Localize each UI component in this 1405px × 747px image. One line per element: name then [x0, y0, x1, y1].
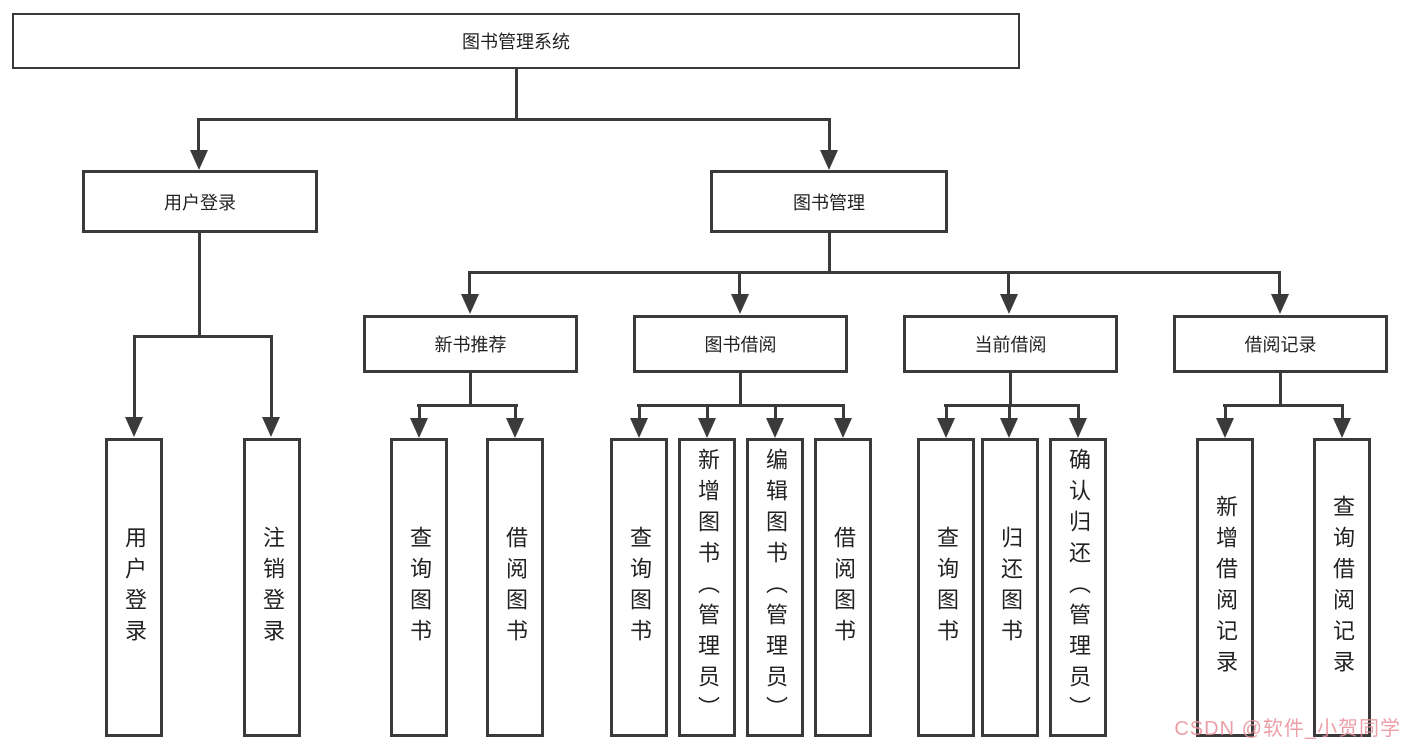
leaf-add-borrow-record: 新增借阅记录	[1196, 438, 1254, 737]
node-label: 借阅记录	[1244, 335, 1317, 355]
connector-line	[637, 404, 845, 407]
node-label: 归还图书	[998, 525, 1023, 650]
node-label: 图书管理系统	[462, 32, 570, 52]
arrow-down-icon	[1271, 294, 1289, 314]
node-label: 编辑图书（管理员）	[763, 448, 788, 727]
leaf-borrow-books-recommend: 借阅图书	[486, 438, 544, 737]
connector-line	[515, 69, 518, 118]
node-label: 新增借阅记录	[1213, 494, 1238, 681]
node-label: 用户登录	[164, 192, 236, 213]
node-borrowing-records: 借阅记录	[1173, 315, 1388, 373]
connector-line	[133, 335, 136, 417]
node-label: 查询图书	[407, 525, 432, 650]
connector-line	[739, 373, 742, 406]
connector-line	[1007, 271, 1010, 294]
connector-line	[1224, 404, 1227, 418]
connector-line	[945, 404, 948, 418]
arrow-down-icon	[125, 417, 143, 437]
connector-line	[270, 335, 273, 417]
leaf-query-books-borrowing: 查询图书	[610, 438, 668, 737]
node-book-borrowing: 图书借阅	[633, 315, 848, 373]
arrow-down-icon	[1000, 418, 1018, 438]
connector-line	[1223, 404, 1344, 407]
connector-line	[468, 271, 471, 294]
node-label: 查询借阅记录	[1330, 494, 1355, 681]
node-label: 图书借阅	[704, 335, 777, 355]
connector-line	[514, 404, 517, 418]
arrow-down-icon	[731, 294, 749, 314]
leaf-user-login: 用户登录	[105, 438, 163, 737]
node-label: 借阅图书	[831, 525, 856, 650]
node-label: 新书推荐	[434, 335, 507, 355]
leaf-logout: 注销登录	[243, 438, 301, 737]
node-label: 新增图书（管理员）	[695, 448, 720, 727]
node-label: 查询图书	[627, 525, 652, 650]
node-book-management: 图书管理	[710, 170, 948, 233]
arrow-down-icon	[820, 150, 838, 170]
node-current-borrowing: 当前借阅	[903, 315, 1118, 373]
leaf-query-books-current: 查询图书	[917, 438, 975, 737]
connector-line	[1278, 271, 1281, 294]
leaf-confirm-return-admin: 确认归还（管理员）	[1049, 438, 1107, 737]
connector-line	[774, 404, 777, 418]
arrow-down-icon	[766, 418, 784, 438]
connector-line	[468, 271, 1281, 274]
arrow-down-icon	[1069, 418, 1087, 438]
node-label: 图书管理	[793, 192, 865, 213]
node-label: 当前借阅	[974, 335, 1047, 355]
leaf-return-books: 归还图书	[981, 438, 1039, 737]
arrow-down-icon	[1333, 418, 1351, 438]
node-user-login: 用户登录	[82, 170, 318, 233]
connector-line	[1009, 373, 1012, 406]
connector-line	[197, 118, 200, 152]
connector-line	[1008, 404, 1011, 418]
connector-line	[706, 404, 709, 418]
connector-line	[842, 404, 845, 418]
connector-line	[469, 373, 472, 406]
connector-line	[417, 404, 518, 407]
arrow-down-icon	[630, 418, 648, 438]
node-label: 借阅图书	[503, 525, 528, 650]
connector-line	[828, 118, 831, 152]
connector-line	[1341, 404, 1344, 418]
watermark: CSDN @软件_小贺同学	[1174, 718, 1401, 740]
connector-line	[944, 404, 1080, 407]
node-label: 用户登录	[122, 525, 147, 650]
leaf-query-borrow-record: 查询借阅记录	[1313, 438, 1371, 737]
node-label: 注销登录	[260, 525, 285, 650]
arrow-down-icon	[937, 418, 955, 438]
arrow-down-icon	[410, 418, 428, 438]
arrow-down-icon	[1216, 418, 1234, 438]
leaf-query-books-recommend: 查询图书	[390, 438, 448, 737]
connector-line	[198, 233, 201, 335]
arrow-down-icon	[1000, 294, 1018, 314]
leaf-borrow-books-borrowing: 借阅图书	[814, 438, 872, 737]
node-root: 图书管理系统	[12, 13, 1020, 69]
arrow-down-icon	[190, 150, 208, 170]
arrow-down-icon	[506, 418, 524, 438]
connector-line	[738, 271, 741, 294]
arrow-down-icon	[461, 294, 479, 314]
connector-line	[418, 404, 421, 418]
node-label: 查询图书	[934, 525, 959, 650]
node-new-book-recommend: 新书推荐	[363, 315, 578, 373]
connector-line	[638, 404, 641, 418]
arrow-down-icon	[698, 418, 716, 438]
connector-line	[133, 335, 273, 338]
arrow-down-icon	[262, 417, 280, 437]
connector-line	[197, 118, 831, 121]
leaf-add-books-admin: 新增图书（管理员）	[678, 438, 736, 737]
connector-line	[1279, 373, 1282, 406]
connector-line	[1077, 404, 1080, 418]
arrow-down-icon	[834, 418, 852, 438]
leaf-edit-books-admin: 编辑图书（管理员）	[746, 438, 804, 737]
node-label: 确认归还（管理员）	[1066, 448, 1091, 727]
connector-line	[828, 233, 831, 273]
